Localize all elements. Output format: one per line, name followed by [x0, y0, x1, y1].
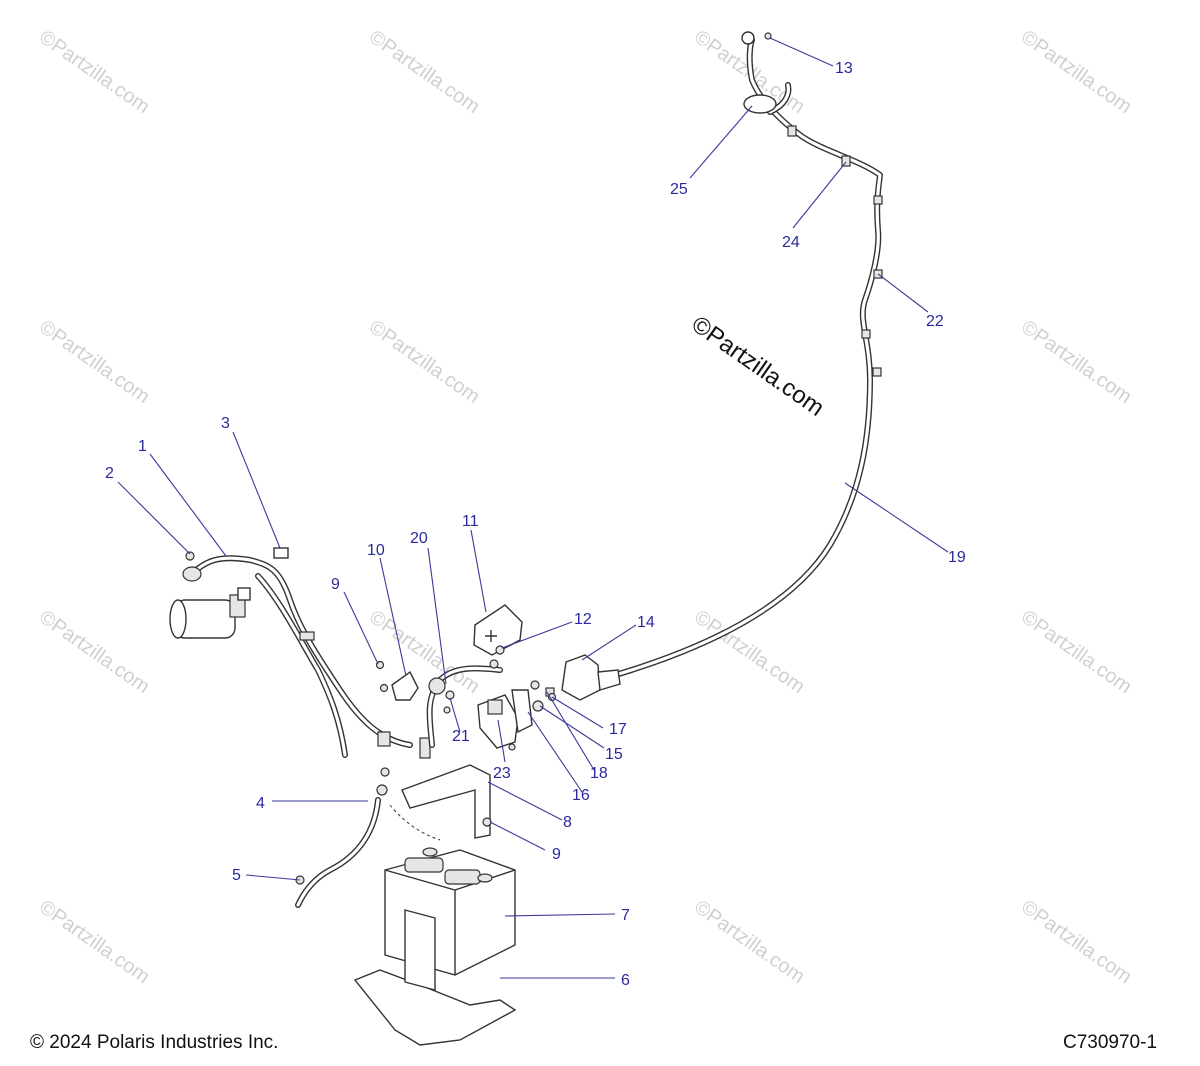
watermark: ©Partzilla.com: [690, 896, 808, 988]
callout-21: 21: [452, 728, 470, 745]
starter-motor: [169, 587, 251, 639]
fuse-housing-14: [561, 654, 621, 701]
callout-17: 17: [609, 721, 627, 738]
callout-22: 22: [926, 313, 944, 330]
callout-23: 23: [493, 765, 511, 782]
callout-18: 18: [590, 765, 608, 782]
callout-25: 25: [670, 181, 688, 198]
callout-19: 19: [948, 549, 966, 566]
callout-15: 15: [605, 746, 623, 763]
callout-20: 20: [410, 530, 428, 547]
watermark: ©Partzilla.com: [35, 26, 153, 118]
watermark: ©Partzilla.com: [1017, 606, 1135, 698]
callout-6: 6: [621, 972, 630, 989]
callout-4: 4: [256, 795, 265, 812]
callout-7: 7: [621, 907, 630, 924]
callout-11: 11: [462, 513, 479, 530]
cable-1: [182, 547, 431, 759]
watermark: ©Partzilla.com: [35, 606, 153, 698]
solenoid-10: [375, 660, 419, 701]
battery-tray-6: [353, 909, 517, 1046]
callout-12: 12: [574, 611, 592, 628]
watermark: ©Partzilla.com: [1017, 316, 1135, 408]
hardware-cluster: [443, 680, 557, 751]
watermark: ©Partzilla.com: [1017, 26, 1135, 118]
terminal-cover-11: [473, 604, 523, 669]
cable-19: [609, 31, 883, 679]
callout-13: 13: [835, 60, 853, 77]
center-watermark: ©Partzilla.com: [687, 311, 830, 422]
callout-3: 3: [221, 415, 230, 432]
callout-8: 8: [563, 814, 572, 831]
bracket-8: [401, 764, 492, 839]
callout-10: 10: [367, 542, 385, 559]
watermark: ©Partzilla.com: [1017, 896, 1135, 988]
callout-9: 9: [331, 576, 340, 593]
watermark: ©Partzilla.com: [35, 316, 153, 408]
leader-lines: [117, 37, 949, 979]
fuse-block-23: [477, 689, 533, 749]
callout-labels: 1 2 3 4 5 6 7 8 9 9 10 11 12 13 14 15 16…: [105, 60, 966, 989]
copyright-text: © 2024 Polaris Industries Inc.: [30, 1032, 278, 1053]
cable-20: [426, 665, 503, 748]
watermark-layer: ©Partzilla.com ©Partzilla.com ©Partzilla…: [35, 26, 1135, 988]
callout-2: 2: [105, 465, 114, 482]
parts-layer: [169, 31, 883, 1046]
callout-16: 16: [572, 787, 590, 804]
diagram-code: C730970-1: [1063, 1032, 1157, 1053]
callout-24: 24: [782, 234, 800, 251]
watermark: ©Partzilla.com: [365, 26, 483, 118]
callout-14: 14: [637, 614, 655, 631]
callout-9: 9: [552, 846, 561, 863]
callout-1: 1: [138, 438, 147, 455]
callout-5: 5: [232, 867, 241, 884]
watermark: ©Partzilla.com: [365, 316, 483, 408]
watermark: ©Partzilla.com: [35, 896, 153, 988]
